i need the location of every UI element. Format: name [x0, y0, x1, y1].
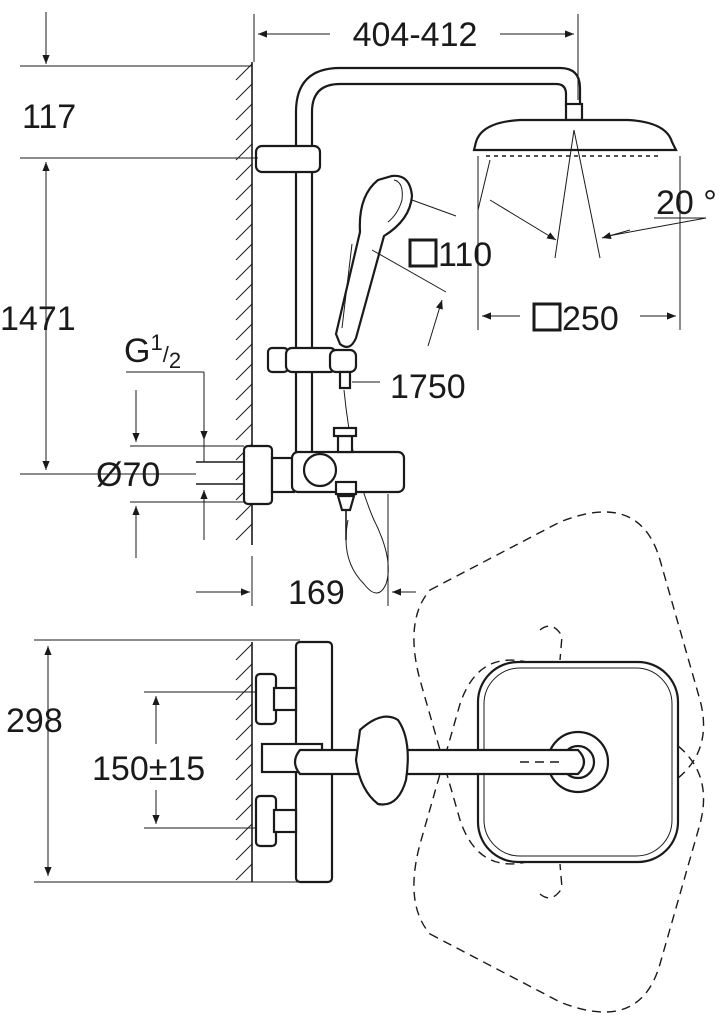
dim-thread-letter: G — [124, 332, 150, 370]
dim-escutcheon-diameter: Ø70 — [96, 456, 160, 494]
dim-head-shower-size-group: 250 — [532, 300, 619, 338]
dim-wall-to-outlet: 169 — [288, 574, 345, 612]
inlet-connection — [196, 436, 244, 485]
side-elevation-view — [196, 62, 678, 594]
upper-wall-bracket — [254, 144, 322, 174]
hand-shower — [334, 174, 414, 348]
dim-rail-height: 1471 — [0, 300, 76, 338]
dimension-lines-plan — [34, 639, 300, 883]
hand-shower-plan — [354, 715, 409, 806]
dim-inlet-spacing: 150±15 — [92, 750, 205, 788]
thermostat-mixer — [242, 426, 406, 540]
shower-riser-pipe — [294, 66, 582, 455]
spray-angle-lines — [477, 129, 601, 259]
dim-thread-den: 2 — [169, 348, 181, 373]
dim-hand-shower-size: 110 — [438, 236, 492, 274]
dim-total-depth: 298 — [6, 702, 63, 740]
plan-view — [235, 511, 705, 1013]
head-shower — [472, 102, 678, 157]
dim-spray-angle: 20 ° — [656, 184, 717, 222]
dim-head-shower-size: 250 — [562, 300, 619, 338]
dim-hose-length: 1750 — [390, 368, 466, 406]
dim-thread-num: 1 — [150, 330, 162, 355]
dim-arm-projection: 404-412 — [353, 16, 478, 54]
dim-ceiling-gap: 117 — [22, 98, 76, 136]
dim-thread-size: G1/2 — [124, 330, 181, 373]
square-symbol-icon — [532, 302, 562, 332]
hand-shower-slider — [266, 346, 358, 390]
dimension-lines-top — [20, 12, 707, 606]
square-symbol-icon — [408, 238, 438, 268]
dim-hand-shower-size-group: 110 — [408, 236, 492, 274]
